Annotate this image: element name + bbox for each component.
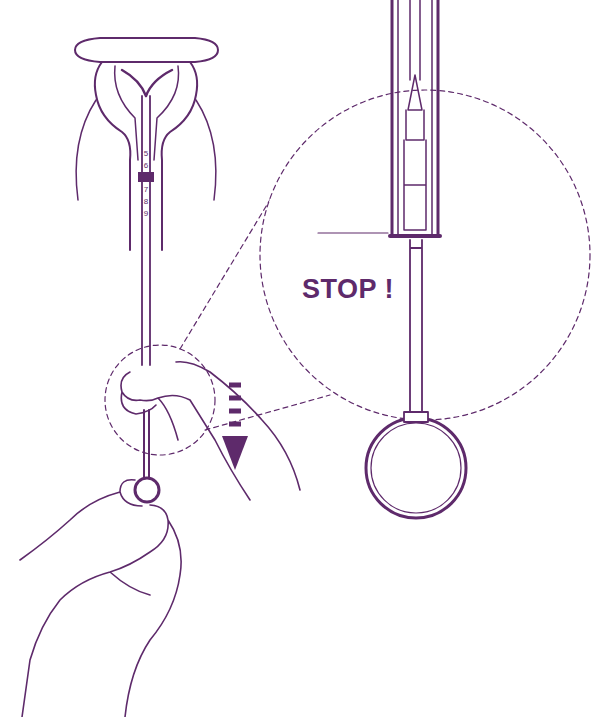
ruler-number: 5 xyxy=(144,150,148,158)
ring-joint xyxy=(404,412,428,422)
ruler-number: 6 xyxy=(144,162,148,170)
pull-arrow-head xyxy=(222,436,248,470)
magnified-tube-inner xyxy=(398,0,432,236)
uterus-wall xyxy=(95,62,197,250)
pull-arrow-dashes xyxy=(229,385,241,424)
plunger-rod xyxy=(144,410,149,478)
magnified-rod xyxy=(410,240,422,420)
ruler-number: 7 xyxy=(144,186,148,194)
magnified-ring-inner xyxy=(371,423,461,513)
inserter-tube xyxy=(142,96,150,365)
plunger-ring xyxy=(135,478,159,502)
plunger-head xyxy=(404,140,426,230)
ruler-number: 9 xyxy=(144,210,148,218)
upper-hand xyxy=(121,362,300,500)
iud-stem xyxy=(410,0,420,80)
iud-arms xyxy=(122,70,172,96)
ruler-number: 8 xyxy=(144,198,148,206)
fundus-band xyxy=(75,38,218,62)
magnified-circle xyxy=(260,90,590,420)
iud-tip xyxy=(406,75,424,140)
magnified-ring xyxy=(366,418,466,518)
stop-label: STOP ! xyxy=(302,276,394,303)
lower-hand xyxy=(20,480,181,717)
flange xyxy=(138,172,154,182)
detail-circle xyxy=(105,345,215,455)
magnified-tube xyxy=(392,0,438,236)
uterine-cavity xyxy=(115,66,179,160)
cervix-outline xyxy=(76,100,216,200)
stop-leader xyxy=(318,232,388,233)
tube-end xyxy=(390,234,440,238)
